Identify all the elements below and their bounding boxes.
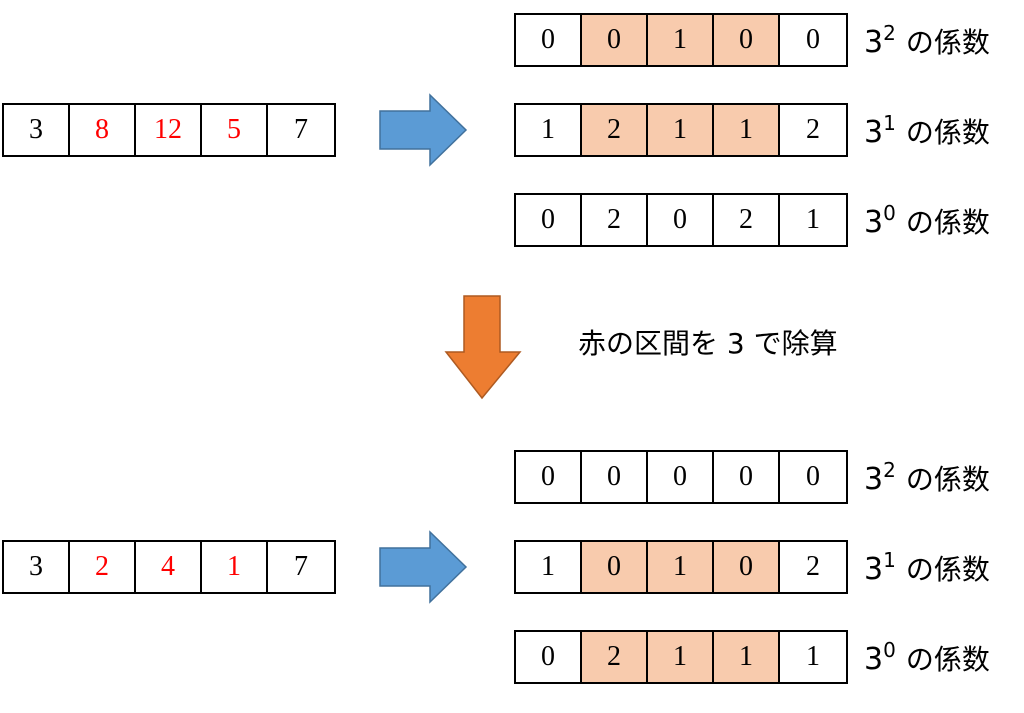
array-cell: 1 bbox=[648, 542, 714, 592]
array-cell: 0 bbox=[516, 15, 582, 65]
operation-caption: 赤の区間を 3 で除算 bbox=[578, 327, 838, 360]
array-cell: 2 bbox=[806, 114, 820, 145]
array-cell: 2 bbox=[582, 105, 648, 155]
array-cell: 2 bbox=[806, 551, 820, 582]
right-arrow-icon bbox=[379, 530, 468, 604]
array-cell: 1 bbox=[806, 204, 820, 235]
array-cell: 1 bbox=[714, 632, 780, 682]
array-cell: 0 bbox=[516, 195, 582, 245]
array-cell: 2 bbox=[582, 195, 648, 245]
array-cell: 1 bbox=[516, 542, 582, 592]
array-cell: 1 bbox=[648, 15, 714, 65]
right-arrow-icon bbox=[379, 93, 468, 167]
array-cell: 0 bbox=[582, 542, 648, 592]
array-cell: 0 bbox=[806, 461, 820, 492]
array-cell: 2 bbox=[70, 542, 136, 592]
array-cell: 5 bbox=[202, 105, 268, 155]
array-cell: 1 bbox=[648, 105, 714, 155]
array-cell: 2 bbox=[714, 195, 780, 245]
array-cell: 1 bbox=[714, 105, 780, 155]
array-cell: 0 bbox=[582, 452, 648, 502]
array-cell: 1 bbox=[806, 641, 820, 672]
array-cell: 3 bbox=[4, 105, 70, 155]
array-cell: 2 bbox=[582, 632, 648, 682]
array-cell: 0 bbox=[648, 452, 714, 502]
array-cell: 12 bbox=[136, 105, 202, 155]
array-cell: 1 bbox=[202, 542, 268, 592]
array-cell: 7 bbox=[294, 114, 308, 145]
down-arrow-icon bbox=[444, 295, 522, 400]
array-cell: 0 bbox=[516, 452, 582, 502]
array-cell: 4 bbox=[136, 542, 202, 592]
array-cell: 0 bbox=[714, 542, 780, 592]
array-cell: 7 bbox=[294, 551, 308, 582]
array-cell: 0 bbox=[714, 15, 780, 65]
array-cell: 0 bbox=[516, 632, 582, 682]
array-cell: 0 bbox=[714, 452, 780, 502]
array-cell: 0 bbox=[806, 24, 820, 55]
array-cell: 8 bbox=[70, 105, 136, 155]
array-cell: 1 bbox=[648, 632, 714, 682]
array-cell: 1 bbox=[516, 105, 582, 155]
array-cell: 3 bbox=[4, 542, 70, 592]
array-cell: 0 bbox=[582, 15, 648, 65]
array-cell: 0 bbox=[648, 195, 714, 245]
